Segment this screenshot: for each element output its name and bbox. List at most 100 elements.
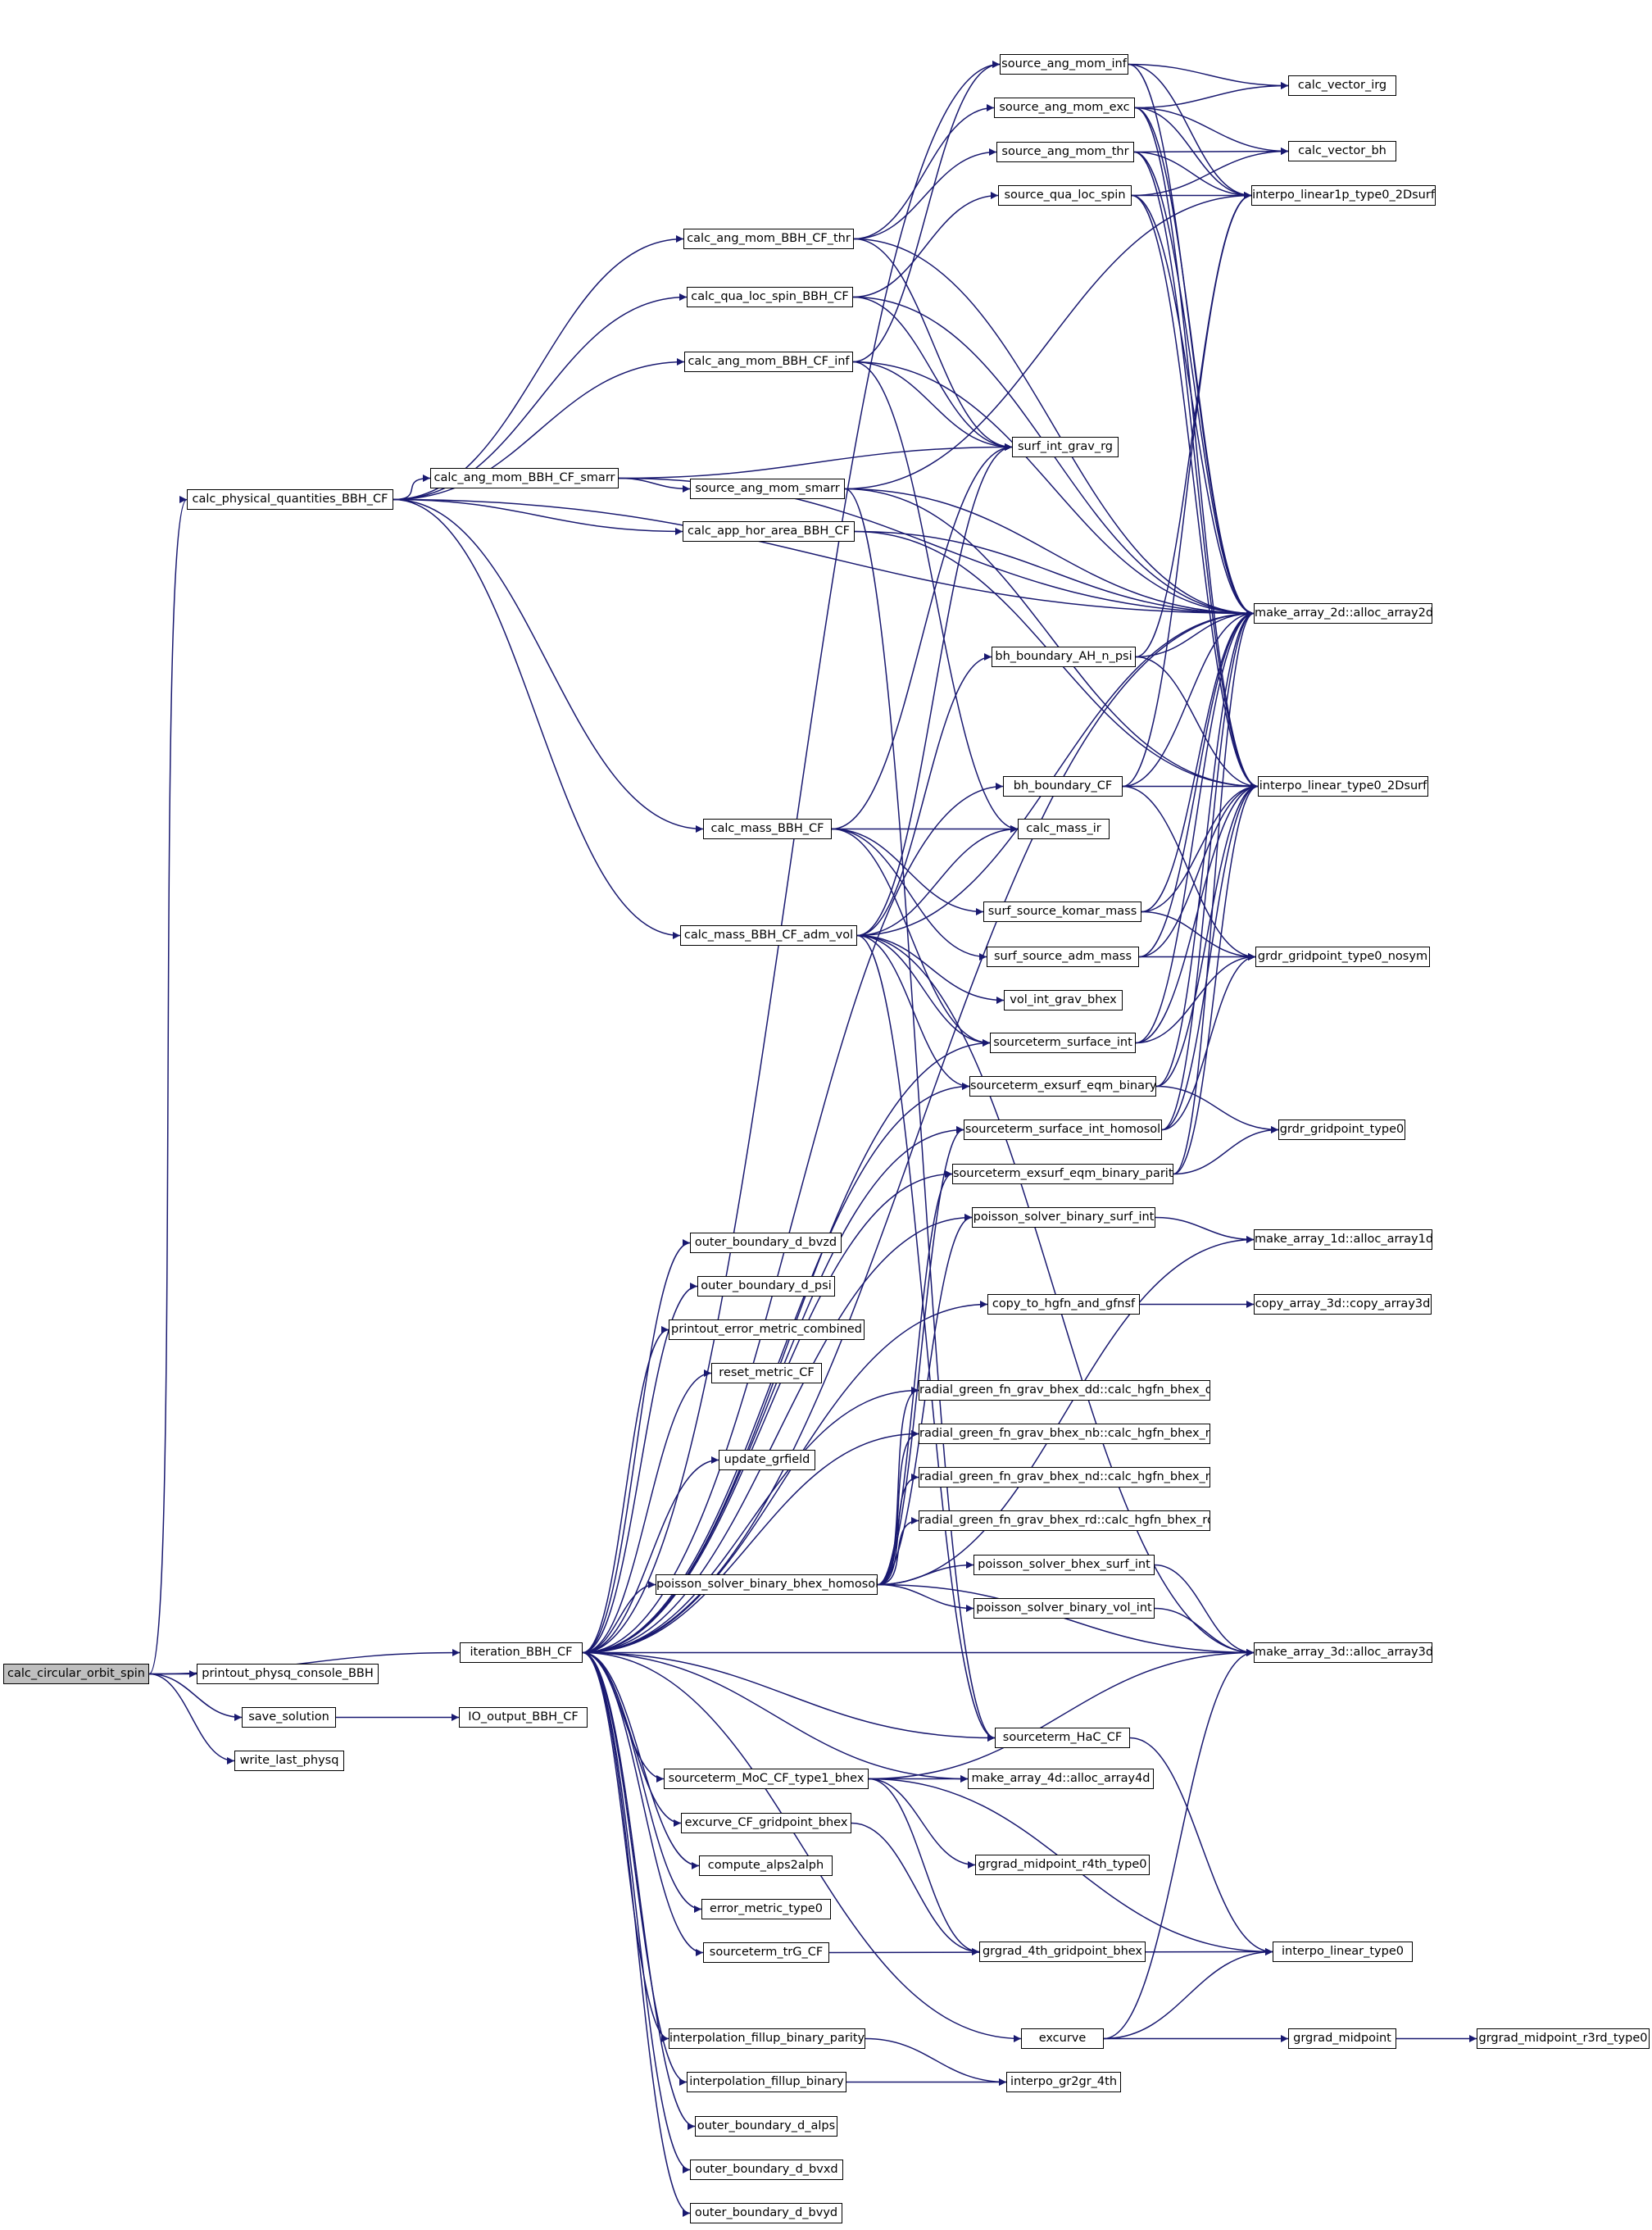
node-vol-int-grav-bhex[interactable]: vol_int_grav_bhex (1004, 990, 1123, 1011)
node-printout-error-metric-combined[interactable]: printout_error_metric_combined (669, 1319, 865, 1340)
node-poisson-solver-bhex-surf-int[interactable]: poisson_solver_bhex_surf_int (974, 1555, 1155, 1575)
edge-poisson-solver-binary-bhex-homosol-to-radial-green-fn-grav-bhex-nb (877, 1430, 919, 1586)
edge-source-ang-mom-smarr-to-make-array-2d (844, 488, 1255, 617)
node-radial-green-fn-grav-bhex-rd[interactable]: radial_green_fn_grav_bhex_rd::calc_hgfn_… (919, 1510, 1210, 1531)
node-outer-boundary-d-psi[interactable]: outer_boundary_d_psi (697, 1276, 835, 1297)
edge-iteration-bbh-cf-to-sourceterm-trg-cf (582, 1651, 704, 1956)
node-interpo-gr2gr-4th[interactable]: interpo_gr2gr_4th (1006, 2072, 1121, 2092)
edge-calc-mass-bbh-cf-adm-vol-to-make-array-2d (856, 610, 1255, 937)
node-grdr-gridpoint-type0-nosym[interactable]: grdr_gridpoint_type0_nosym (1255, 947, 1430, 967)
node-source-ang-mom-smarr[interactable]: source_ang_mom_smarr (690, 479, 845, 499)
node-calc-ang-mom-bbh-cf-inf[interactable]: calc_ang_mom_BBH_CF_inf (684, 352, 853, 372)
node-interpolation-fillup-binary-parity[interactable]: interpolation_fillup_binary_parity (669, 2028, 865, 2049)
node-make-array-4d[interactable]: make_array_4d::alloc_array4d (968, 1769, 1154, 1789)
node-source-ang-mom-inf[interactable]: source_ang_mom_inf (1000, 54, 1128, 75)
node-sourceterm-exsurf-eqm-binary[interactable]: sourceterm_exsurf_eqm_binary (969, 1076, 1156, 1097)
node-interpo-linear1p-type0-2dsurf[interactable]: interpo_linear1p_type0_2Dsurf (1251, 185, 1436, 206)
node-sourceterm-moc-cf-type1-bhex[interactable]: sourceterm_MoC_CF_type1_bhex (664, 1769, 869, 1789)
edge-bh-boundary-cf-to-make-array-2d (1122, 610, 1255, 788)
node-poisson-solver-binary-vol-int[interactable]: poisson_solver_binary_vol_int (974, 1598, 1155, 1619)
edge-calc-ang-mom-bbh-cf-inf-to-make-array-2d (852, 361, 1255, 617)
node-radial-green-fn-grav-bhex-dd[interactable]: radial_green_fn_grav_bhex_dd::calc_hgfn_… (919, 1380, 1210, 1401)
node-sourceterm-trg-cf[interactable]: sourceterm_trG_CF (703, 1942, 829, 1963)
edge-calc-ang-mom-bbh-cf-smarr-to-surf-int-grav-rg (618, 443, 1013, 479)
node-radial-green-fn-grav-bhex-nb[interactable]: radial_green_fn_grav_bhex_nb::calc_hgfn_… (919, 1424, 1210, 1444)
edge-source-ang-mom-exc-to-interpo-linear-type0-2dsurf (1134, 107, 1259, 790)
node-interpolation-fillup-binary[interactable]: interpolation_fillup_binary (687, 2072, 846, 2092)
node-calc-app-hor-area-bbh-cf[interactable]: calc_app_hor_area_BBH_CF (683, 521, 855, 542)
edge-calc-physical-quantities-bbh-cf-to-calc-ang-mom-bbh-cf-thr (393, 235, 684, 501)
node-reset-metric-cf[interactable]: reset_metric_CF (711, 1363, 822, 1383)
node-calc-circular-orbit-spin[interactable]: calc_circular_orbit_spin (3, 1664, 149, 1684)
node-grdr-gridpoint-type0[interactable]: grdr_gridpoint_type0 (1278, 1120, 1405, 1140)
edge-sourceterm-exsurf-eqm-binary-parity-to-interpo-linear-type0-2dsurf (1173, 783, 1259, 1175)
edge-iteration-bbh-cf-to-compute-alps2alph (582, 1651, 700, 1869)
node-outer-boundary-d-bvxd[interactable]: outer_boundary_d_bvxd (690, 2160, 843, 2180)
node-make-array-1d[interactable]: make_array_1d::alloc_array1d (1254, 1229, 1432, 1250)
node-error-metric-type0[interactable]: error_metric_type0 (701, 1899, 831, 1919)
node-write-last-physq[interactable]: write_last_physq (234, 1751, 344, 1771)
node-compute-alps2alph[interactable]: compute_alps2alph (699, 1855, 833, 1876)
node-grgrad-midpoint-r3rd-type0[interactable]: grgrad_midpoint_r3rd_type0 (1477, 2028, 1650, 2049)
node-sourceterm-hac-cf[interactable]: sourceterm_HaC_CF (995, 1728, 1130, 1748)
edge-iteration-bbh-cf-to-sourceterm-moc-cf-type1-bhex (582, 1651, 665, 1783)
node-source-ang-mom-exc[interactable]: source_ang_mom_exc (994, 98, 1135, 118)
node-make-array-3d[interactable]: make_array_3d::alloc_array3d (1254, 1642, 1432, 1663)
node-io-output-bbh-cf[interactable]: IO_output_BBH_CF (459, 1707, 588, 1728)
edge-iteration-bbh-cf-to-printout-error-metric-combined (582, 1326, 669, 1654)
node-calc-physical-quantities-bbh-cf[interactable]: calc_physical_quantities_BBH_CF (187, 489, 393, 510)
node-bh-boundary-cf[interactable]: bh_boundary_CF (1003, 776, 1123, 797)
edge-surf-source-adm-mass-to-make-array-2d (1138, 610, 1255, 958)
node-sourceterm-exsurf-eqm-binary-parity[interactable]: sourceterm_exsurf_eqm_binary_parity (952, 1164, 1173, 1184)
node-grgrad-4th-gridpoint-bhex[interactable]: grgrad_4th_gridpoint_bhex (979, 1942, 1146, 1962)
node-printout-physq-console-bbh[interactable]: printout_physq_console_BBH (197, 1664, 379, 1684)
node-sourceterm-surface-int[interactable]: sourceterm_surface_int (990, 1033, 1136, 1053)
node-grgrad-midpoint[interactable]: grgrad_midpoint (1288, 2028, 1396, 2049)
node-make-array-2d[interactable]: make_array_2d::alloc_array2d (1254, 603, 1432, 624)
node-sourceterm-surface-int-homosol[interactable]: sourceterm_surface_int_homosol (964, 1120, 1162, 1140)
node-bh-boundary-ah-n-psi[interactable]: bh_boundary_AH_n_psi (992, 647, 1136, 667)
node-calc-qua-loc-spin-bbh-cf[interactable]: calc_qua_loc_spin_BBH_CF (687, 287, 853, 307)
edge-sourceterm-surface-int-homosol-to-make-array-2d (1161, 610, 1255, 1131)
edge-bh-boundary-cf-to-grdr-gridpoint-type0-nosym (1122, 785, 1256, 961)
node-surf-int-grav-rg[interactable]: surf_int_grav_rg (1012, 437, 1119, 457)
edge-surf-source-komar-mass-to-grdr-gridpoint-type0-nosym (1141, 911, 1256, 961)
node-outer-boundary-d-bvyd[interactable]: outer_boundary_d_bvyd (690, 2203, 842, 2223)
edge-iteration-bbh-cf-to-reset-metric-cf (582, 1369, 712, 1654)
node-poisson-solver-binary-bhex-homosol[interactable]: poisson_solver_binary_bhex_homosol (656, 1574, 878, 1595)
node-source-qua-loc-spin[interactable]: source_qua_loc_spin (998, 185, 1132, 206)
node-poisson-solver-binary-surf-int[interactable]: poisson_solver_binary_surf_int (972, 1207, 1155, 1228)
node-save-solution[interactable]: save_solution (242, 1707, 336, 1728)
edge-calc-circular-orbit-spin-to-write-last-physq (148, 1673, 235, 1764)
node-update-grfield[interactable]: update_grfield (719, 1450, 815, 1470)
node-interpo-linear-type0[interactable]: interpo_linear_type0 (1273, 1942, 1413, 1962)
node-calc-mass-ir[interactable]: calc_mass_ir (1018, 819, 1110, 839)
node-calc-ang-mom-bbh-cf-smarr[interactable]: calc_ang_mom_BBH_CF_smarr (430, 468, 619, 488)
edge-iteration-bbh-cf-to-interpolation-fillup-binary (582, 1651, 688, 2086)
node-copy-to-hgfn-and-gfnsf[interactable]: copy_to_hgfn_and_gfnsf (987, 1294, 1140, 1315)
node-excurve[interactable]: excurve (1021, 2028, 1104, 2049)
edge-iteration-bbh-cf-to-outer-boundary-d-psi (582, 1283, 698, 1654)
edge-poisson-solver-binary-bhex-homosol-to-radial-green-fn-grav-bhex-dd (877, 1387, 919, 1586)
edge-calc-ang-mom-bbh-cf-thr-to-surf-int-grav-rg (853, 238, 1013, 451)
edge-calc-circular-orbit-spin-to-calc-physical-quantities-bbh-cf (148, 496, 188, 1675)
node-surf-source-komar-mass[interactable]: surf_source_komar_mass (983, 902, 1141, 922)
node-calc-vector-irg[interactable]: calc_vector_irg (1288, 75, 1396, 96)
node-interpo-linear-type0-2dsurf[interactable]: interpo_linear_type0_2Dsurf (1258, 776, 1428, 797)
node-calc-ang-mom-bbh-cf-thr[interactable]: calc_ang_mom_BBH_CF_thr (683, 229, 854, 249)
edge-calc-mass-bbh-cf-adm-vol-to-calc-mass-ir (856, 825, 1019, 937)
node-calc-mass-bbh-cf-adm-vol[interactable]: calc_mass_BBH_CF_adm_vol (680, 925, 857, 946)
node-excurve-cf-gridpoint-bhex[interactable]: excurve_CF_gridpoint_bhex (681, 1813, 851, 1833)
node-iteration-bbh-cf[interactable]: iteration_BBH_CF (460, 1642, 583, 1663)
node-radial-green-fn-grav-bhex-nd[interactable]: radial_green_fn_grav_bhex_nd::calc_hgfn_… (919, 1467, 1210, 1487)
node-grgrad-midpoint-r4th-type0[interactable]: grgrad_midpoint_r4th_type0 (975, 1855, 1150, 1875)
node-copy-array-3d[interactable]: copy_array_3d::copy_array3d (1254, 1294, 1432, 1315)
edge-iteration-bbh-cf-to-source-ang-mom-inf (582, 61, 1001, 1654)
node-surf-source-adm-mass[interactable]: surf_source_adm_mass (987, 947, 1139, 967)
node-outer-boundary-d-bvzd[interactable]: outer_boundary_d_bvzd (690, 1233, 842, 1253)
node-outer-boundary-d-alps[interactable]: outer_boundary_d_alps (695, 2116, 837, 2137)
node-calc-mass-bbh-cf[interactable]: calc_mass_BBH_CF (703, 819, 832, 839)
node-source-ang-mom-thr[interactable]: source_ang_mom_thr (996, 142, 1134, 162)
node-calc-vector-bh[interactable]: calc_vector_bh (1288, 141, 1396, 161)
